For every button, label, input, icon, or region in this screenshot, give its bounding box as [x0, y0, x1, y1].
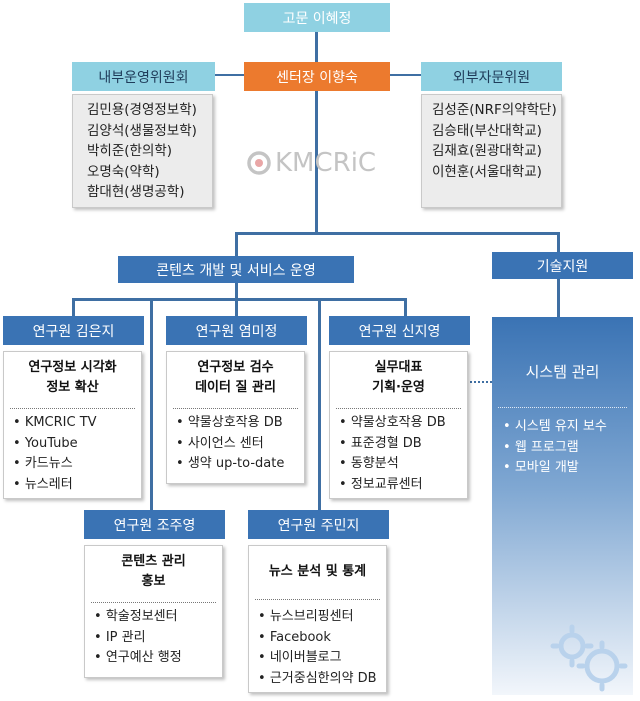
connector [315, 32, 318, 62]
internal-committee-box: 내부운영위원회 [72, 62, 215, 91]
researcher-shin-box: 연구원 신지영 [329, 316, 470, 345]
member: 김승태(부산대학교) [432, 122, 542, 139]
connector [215, 74, 245, 76]
connector [235, 232, 238, 256]
member: 박히준(한의학) [87, 143, 173, 159]
logo-mark-icon [247, 151, 271, 175]
list-item: • 정보교류센터 [339, 476, 423, 492]
list-item: • 근거중심한의약 DB [258, 670, 377, 686]
list-item: • 학술정보센터 [94, 609, 178, 624]
duty-line: 연구정보 시각화 [28, 360, 117, 375]
researcher-yeom-card: 연구정보 검수 데이터 질 관리 • 약물상호작용 DB • 사이언스 센터 •… [166, 351, 305, 484]
duty-line: 홍보 [141, 574, 166, 589]
duty-line: 콘텐츠 관리 [121, 554, 186, 569]
connector [404, 298, 407, 316]
director-box: 센터장 이향숙 [244, 62, 390, 91]
list-item: • 약물상호작용 DB [339, 415, 446, 430]
advisor-box: 고문 이혜정 [244, 3, 390, 32]
member: 김민용(경영정보학) [87, 102, 197, 118]
duty-line: 실무대표 [374, 360, 423, 375]
researcher-kim-box: 연구원 김은지 [3, 316, 144, 345]
connector [557, 279, 560, 317]
researcher-shin-card: 실무대표 기획·운영 • 약물상호작용 DB • 표준경혈 DB • 동향분석 … [329, 351, 468, 499]
logo-text: KMCRiC [275, 148, 377, 178]
list-item: • 네이버블로그 [258, 650, 342, 665]
gears-icon [550, 624, 628, 692]
list-item: • 카드뉴스 [13, 456, 73, 471]
list-item: • IP 관리 [94, 629, 146, 645]
list-item: • 웹 프로그램 [503, 439, 579, 455]
list-item: • 뉴스브리핑센터 [258, 609, 354, 624]
list-item: • 사이언스 센터 [176, 435, 264, 451]
researcher-kim-card: 연구정보 시각화 정보 확산 • KMCRIC TV • YouTube • 카… [3, 351, 142, 499]
connector [318, 298, 321, 510]
connector [235, 283, 238, 300]
member: 이현훈(서울대학교) [432, 163, 542, 180]
connector [150, 298, 153, 510]
internal-committee-members: 김민용(경영정보학) 김양석(생물정보학) 박히준(한의학) 오명숙(약학) 함… [72, 94, 213, 208]
duty-line: 데이터 질 관리 [195, 380, 276, 395]
member: 김성준(NRF의약학단) [432, 102, 557, 118]
duty-line: 기획·운영 [372, 380, 425, 395]
researcher-jo-box: 연구원 조주영 [84, 510, 225, 539]
member: 함대현(생명공학) [87, 184, 185, 200]
list-item: • 시스템 유지 보수 [503, 419, 607, 434]
external-committee-members: 김성준(NRF의약학단) 김승태(부산대학교) 김재효(원광대학교) 이현훈(서… [421, 94, 562, 208]
system-title: 시스템 관리 [525, 363, 600, 381]
connector [235, 232, 560, 235]
connector [235, 298, 238, 316]
connector [72, 298, 75, 316]
list-item: • YouTube [13, 435, 78, 451]
dotted-connector [470, 381, 492, 383]
duty-line: 정보 확산 [46, 380, 99, 395]
list-item: • 연구예산 행정 [94, 650, 182, 665]
list-item: • 동향분석 [339, 456, 399, 471]
content-dept-box: 콘텐츠 개발 및 서비스 운영 [118, 256, 354, 283]
researcher-joo-box: 연구원 주민지 [248, 510, 389, 539]
member: 김양석(생물정보학) [87, 122, 197, 139]
connector [389, 74, 421, 76]
external-committee-box: 외부자문위원 [421, 62, 562, 91]
list-item: • 모바일 개발 [503, 460, 579, 475]
kmcric-logo: KMCRiC [246, 146, 406, 180]
list-item: • 생약 up-to-date [176, 456, 285, 471]
list-item: • Facebook [258, 629, 331, 645]
tech-dept-box: 기술지원 [492, 252, 633, 279]
list-item: • 뉴스레터 [13, 476, 73, 492]
researcher-joo-card: 뉴스 분석 및 통계 • 뉴스브리핑센터 • Facebook • 네이버블로그… [248, 545, 387, 693]
list-item: • 표준경혈 DB [339, 435, 422, 451]
list-item: • 약물상호작용 DB [176, 415, 283, 430]
researcher-jo-card: 콘텐츠 관리 홍보 • 학술정보센터 • IP 관리 • 연구예산 행정 [84, 545, 223, 678]
researcher-yeom-box: 연구원 염미정 [166, 316, 307, 345]
member: 오명숙(약학) [87, 163, 160, 180]
system-management-panel: 시스템 관리 • 시스템 유지 보수 • 웹 프로그램 • 모바일 개발 [492, 317, 633, 695]
duty-line: 뉴스 분석 및 통계 [268, 564, 367, 579]
list-item: • KMCRIC TV [13, 415, 97, 430]
duty-line: 연구정보 검수 [197, 360, 274, 375]
connector [557, 232, 560, 252]
member: 김재효(원광대학교) [432, 143, 542, 159]
connector [72, 298, 407, 301]
connector [315, 91, 318, 233]
